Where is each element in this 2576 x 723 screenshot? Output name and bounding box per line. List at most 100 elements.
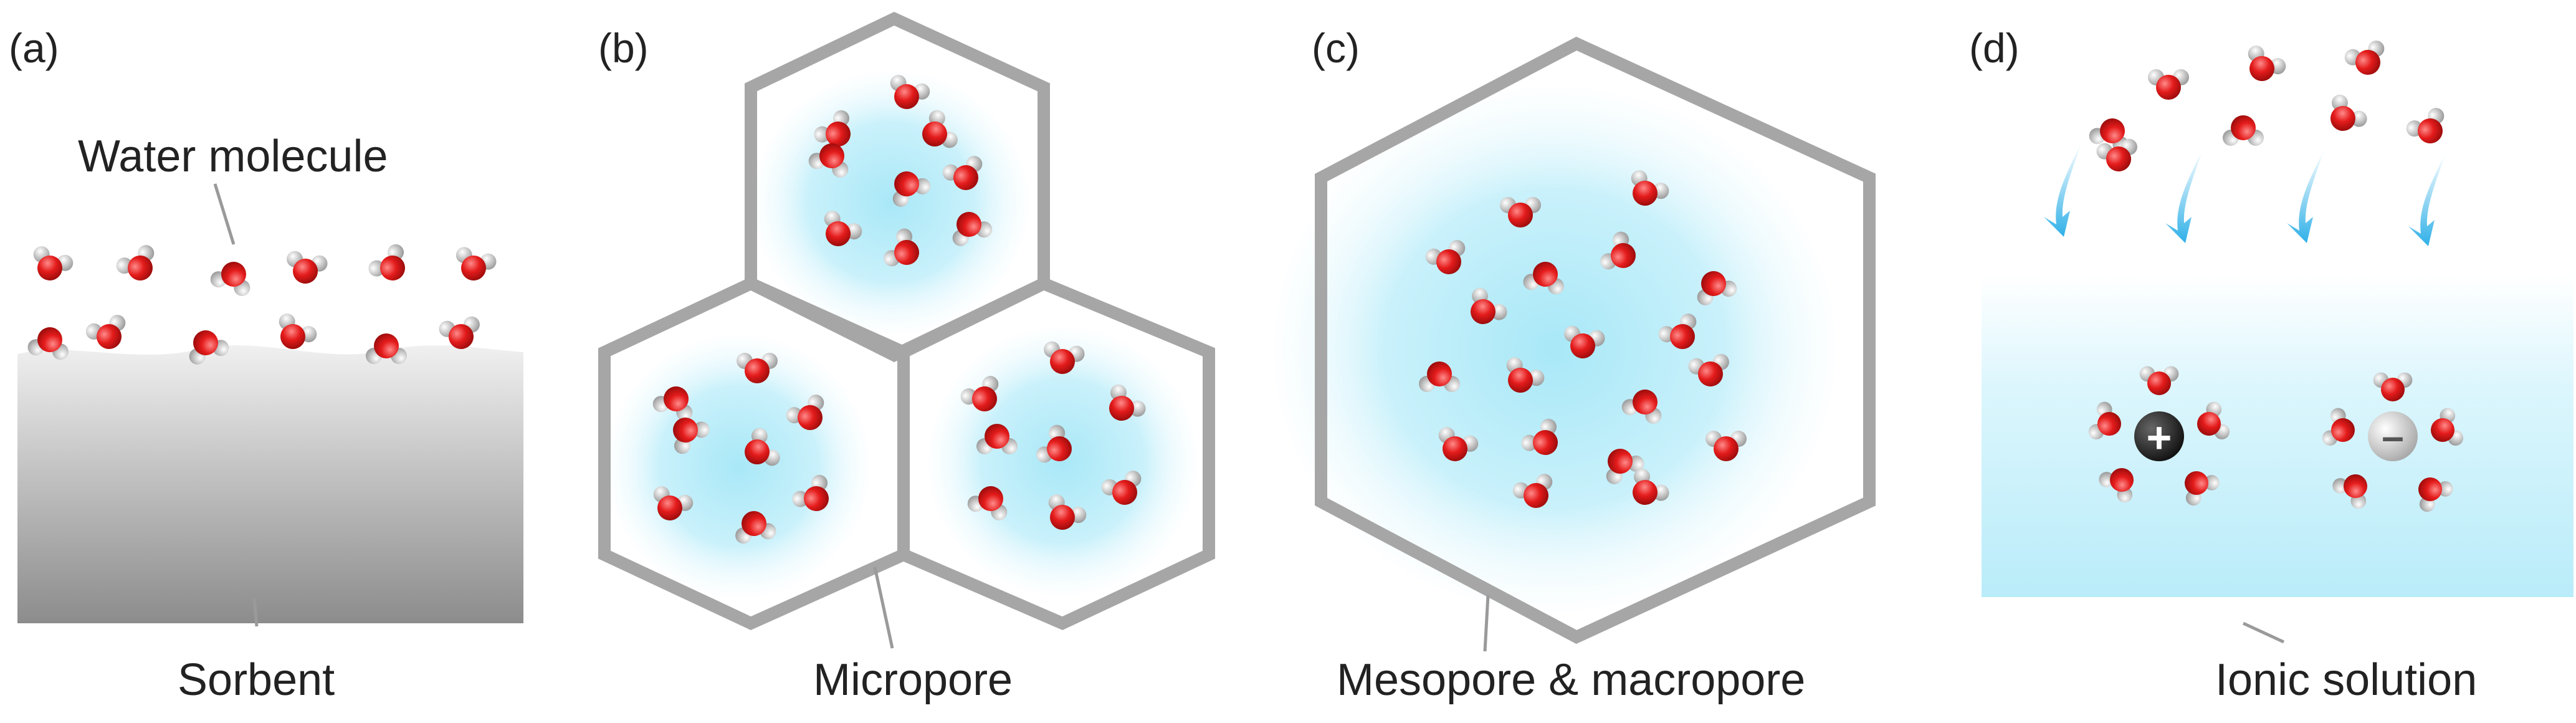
- water-molecule: [745, 428, 780, 466]
- water-molecule-label: Water molecule: [78, 132, 388, 181]
- water-molecule: [2099, 467, 2134, 503]
- water-molecule: [2139, 366, 2179, 395]
- oxygen-atom: [1533, 430, 1558, 455]
- water-molecule: [279, 314, 317, 349]
- water-molecule: [1425, 240, 1466, 274]
- water-molecule: [1419, 362, 1460, 392]
- uptake-arrows: [2044, 143, 2446, 246]
- water-molecule: [1500, 197, 1541, 227]
- water-molecule: [1101, 471, 1142, 505]
- water-molecule: [1506, 357, 1545, 393]
- oxygen-atom: [1608, 449, 1633, 474]
- oxygen-atom: [972, 386, 997, 411]
- anion: –: [2368, 411, 2418, 461]
- oxygen-atom: [128, 256, 153, 280]
- cation: +: [2134, 411, 2184, 462]
- oxygen-atom: [1050, 505, 1075, 530]
- micropore-hexagon-right: [897, 277, 1215, 630]
- water-molecule: [2248, 45, 2286, 81]
- oxygen-atom: [374, 333, 399, 358]
- oxygen-atom: [1047, 436, 1072, 461]
- water-molecule: [1048, 494, 1087, 530]
- oxygen-atom: [826, 221, 851, 246]
- water-molecule: [210, 262, 250, 296]
- water-molecule: [366, 333, 407, 364]
- water-molecule: [2406, 108, 2445, 143]
- oxygen-atom: [2330, 106, 2355, 131]
- water-molecule-leader: [213, 183, 236, 245]
- oxygen-atom: [2147, 371, 2171, 395]
- oxygen-atom: [1633, 390, 1658, 414]
- oxygen-atom: [1611, 243, 1636, 268]
- water-molecule: [737, 353, 778, 383]
- water-molecule: [653, 486, 694, 520]
- water-molecule: [2148, 69, 2189, 100]
- oxygen-atom: [380, 256, 405, 280]
- panel-tag-a: (a): [9, 25, 59, 71]
- mesopore-macropore-label: Mesopore & macropore: [1337, 655, 1806, 705]
- oxygen-atom: [1633, 480, 1658, 505]
- oxygen-atom: [221, 262, 246, 287]
- oxygen-atom: [1633, 181, 1658, 206]
- water-molecule: [1438, 427, 1479, 461]
- water-molecule: [976, 424, 1018, 454]
- water-molecule: [1036, 424, 1072, 463]
- panel-a: [17, 183, 523, 627]
- water-molecule: [1705, 431, 1747, 461]
- panel-b: [598, 11, 1215, 649]
- adsorbed-water-molecules: [27, 244, 497, 365]
- micropore-leader: [873, 567, 894, 649]
- water-molecule: [786, 395, 824, 430]
- oxygen-atom: [953, 165, 978, 190]
- water-molecule: [2332, 474, 2368, 509]
- water-molecule: [27, 327, 69, 360]
- water-molecule: [2430, 408, 2464, 446]
- water-molecule: [2088, 401, 2122, 440]
- water-molecule: [2322, 408, 2355, 446]
- water-molecule: [942, 156, 983, 190]
- panel-d: + –: [1982, 41, 2574, 644]
- micropore-hexagon-top: [745, 11, 1050, 363]
- oxygen-atom: [978, 486, 1003, 511]
- mesopore-water-glow: [1274, 87, 1835, 611]
- water-molecule: [1633, 468, 1669, 505]
- water-molecule: [287, 251, 328, 284]
- oxygen-atom: [1524, 483, 1548, 508]
- oxygen-atom: [193, 330, 218, 355]
- water-molecule: [824, 211, 862, 246]
- oxygen-atom: [2156, 75, 2181, 100]
- oxygen-atom: [1109, 396, 1134, 421]
- panel-tag-b: (b): [598, 25, 649, 71]
- oxygen-atom: [2418, 118, 2443, 143]
- water-molecule: [116, 245, 155, 280]
- water-molecule: [1564, 325, 1605, 358]
- oxygen-atom: [804, 486, 829, 511]
- water-molecule: [652, 386, 693, 421]
- oxygen-atom: [894, 171, 919, 196]
- mesopore-hexagon: [1315, 36, 1876, 644]
- water-molecule: [1621, 390, 1662, 424]
- water-molecule: [2344, 41, 2385, 75]
- oxygen-atom: [745, 439, 770, 464]
- oxygen-atom: [1701, 271, 1726, 296]
- oxygen-atom: [1508, 203, 1533, 227]
- water-molecule: [2096, 138, 2137, 171]
- water-molecule: [952, 212, 993, 246]
- uptake-arrow: [2408, 153, 2446, 246]
- water-molecule: [1688, 353, 1729, 386]
- water-molecule: [735, 511, 776, 544]
- oxygen-atom: [1443, 436, 1467, 461]
- uptake-arrow: [2044, 143, 2081, 237]
- water-molecule: [368, 244, 405, 280]
- micropore-water-glow-left: [608, 335, 869, 597]
- oxygen-atom: [97, 324, 122, 349]
- water-molecule: [1523, 262, 1564, 295]
- sorbent-label: Sorbent: [178, 655, 335, 705]
- sorbent-leader: [252, 598, 259, 627]
- oxygen-atom: [2430, 418, 2455, 443]
- oxygen-atom: [985, 424, 1009, 449]
- water-molecule: [1471, 287, 1507, 324]
- oxygen-atom: [922, 122, 947, 146]
- cation-symbol: +: [2147, 413, 2172, 462]
